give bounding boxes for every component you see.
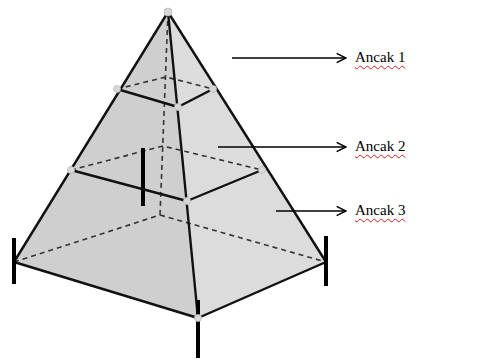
- leader-arrows: [218, 58, 346, 211]
- tier-label: Ancak 3: [355, 202, 405, 219]
- joints: [68, 8, 266, 322]
- tier-label: Ancak 2: [355, 138, 405, 155]
- hidden-edges: [14, 12, 326, 262]
- tier-label: Ancak 1: [355, 49, 405, 66]
- posts: [14, 236, 326, 358]
- left-face: [14, 12, 198, 318]
- post: [141, 148, 145, 206]
